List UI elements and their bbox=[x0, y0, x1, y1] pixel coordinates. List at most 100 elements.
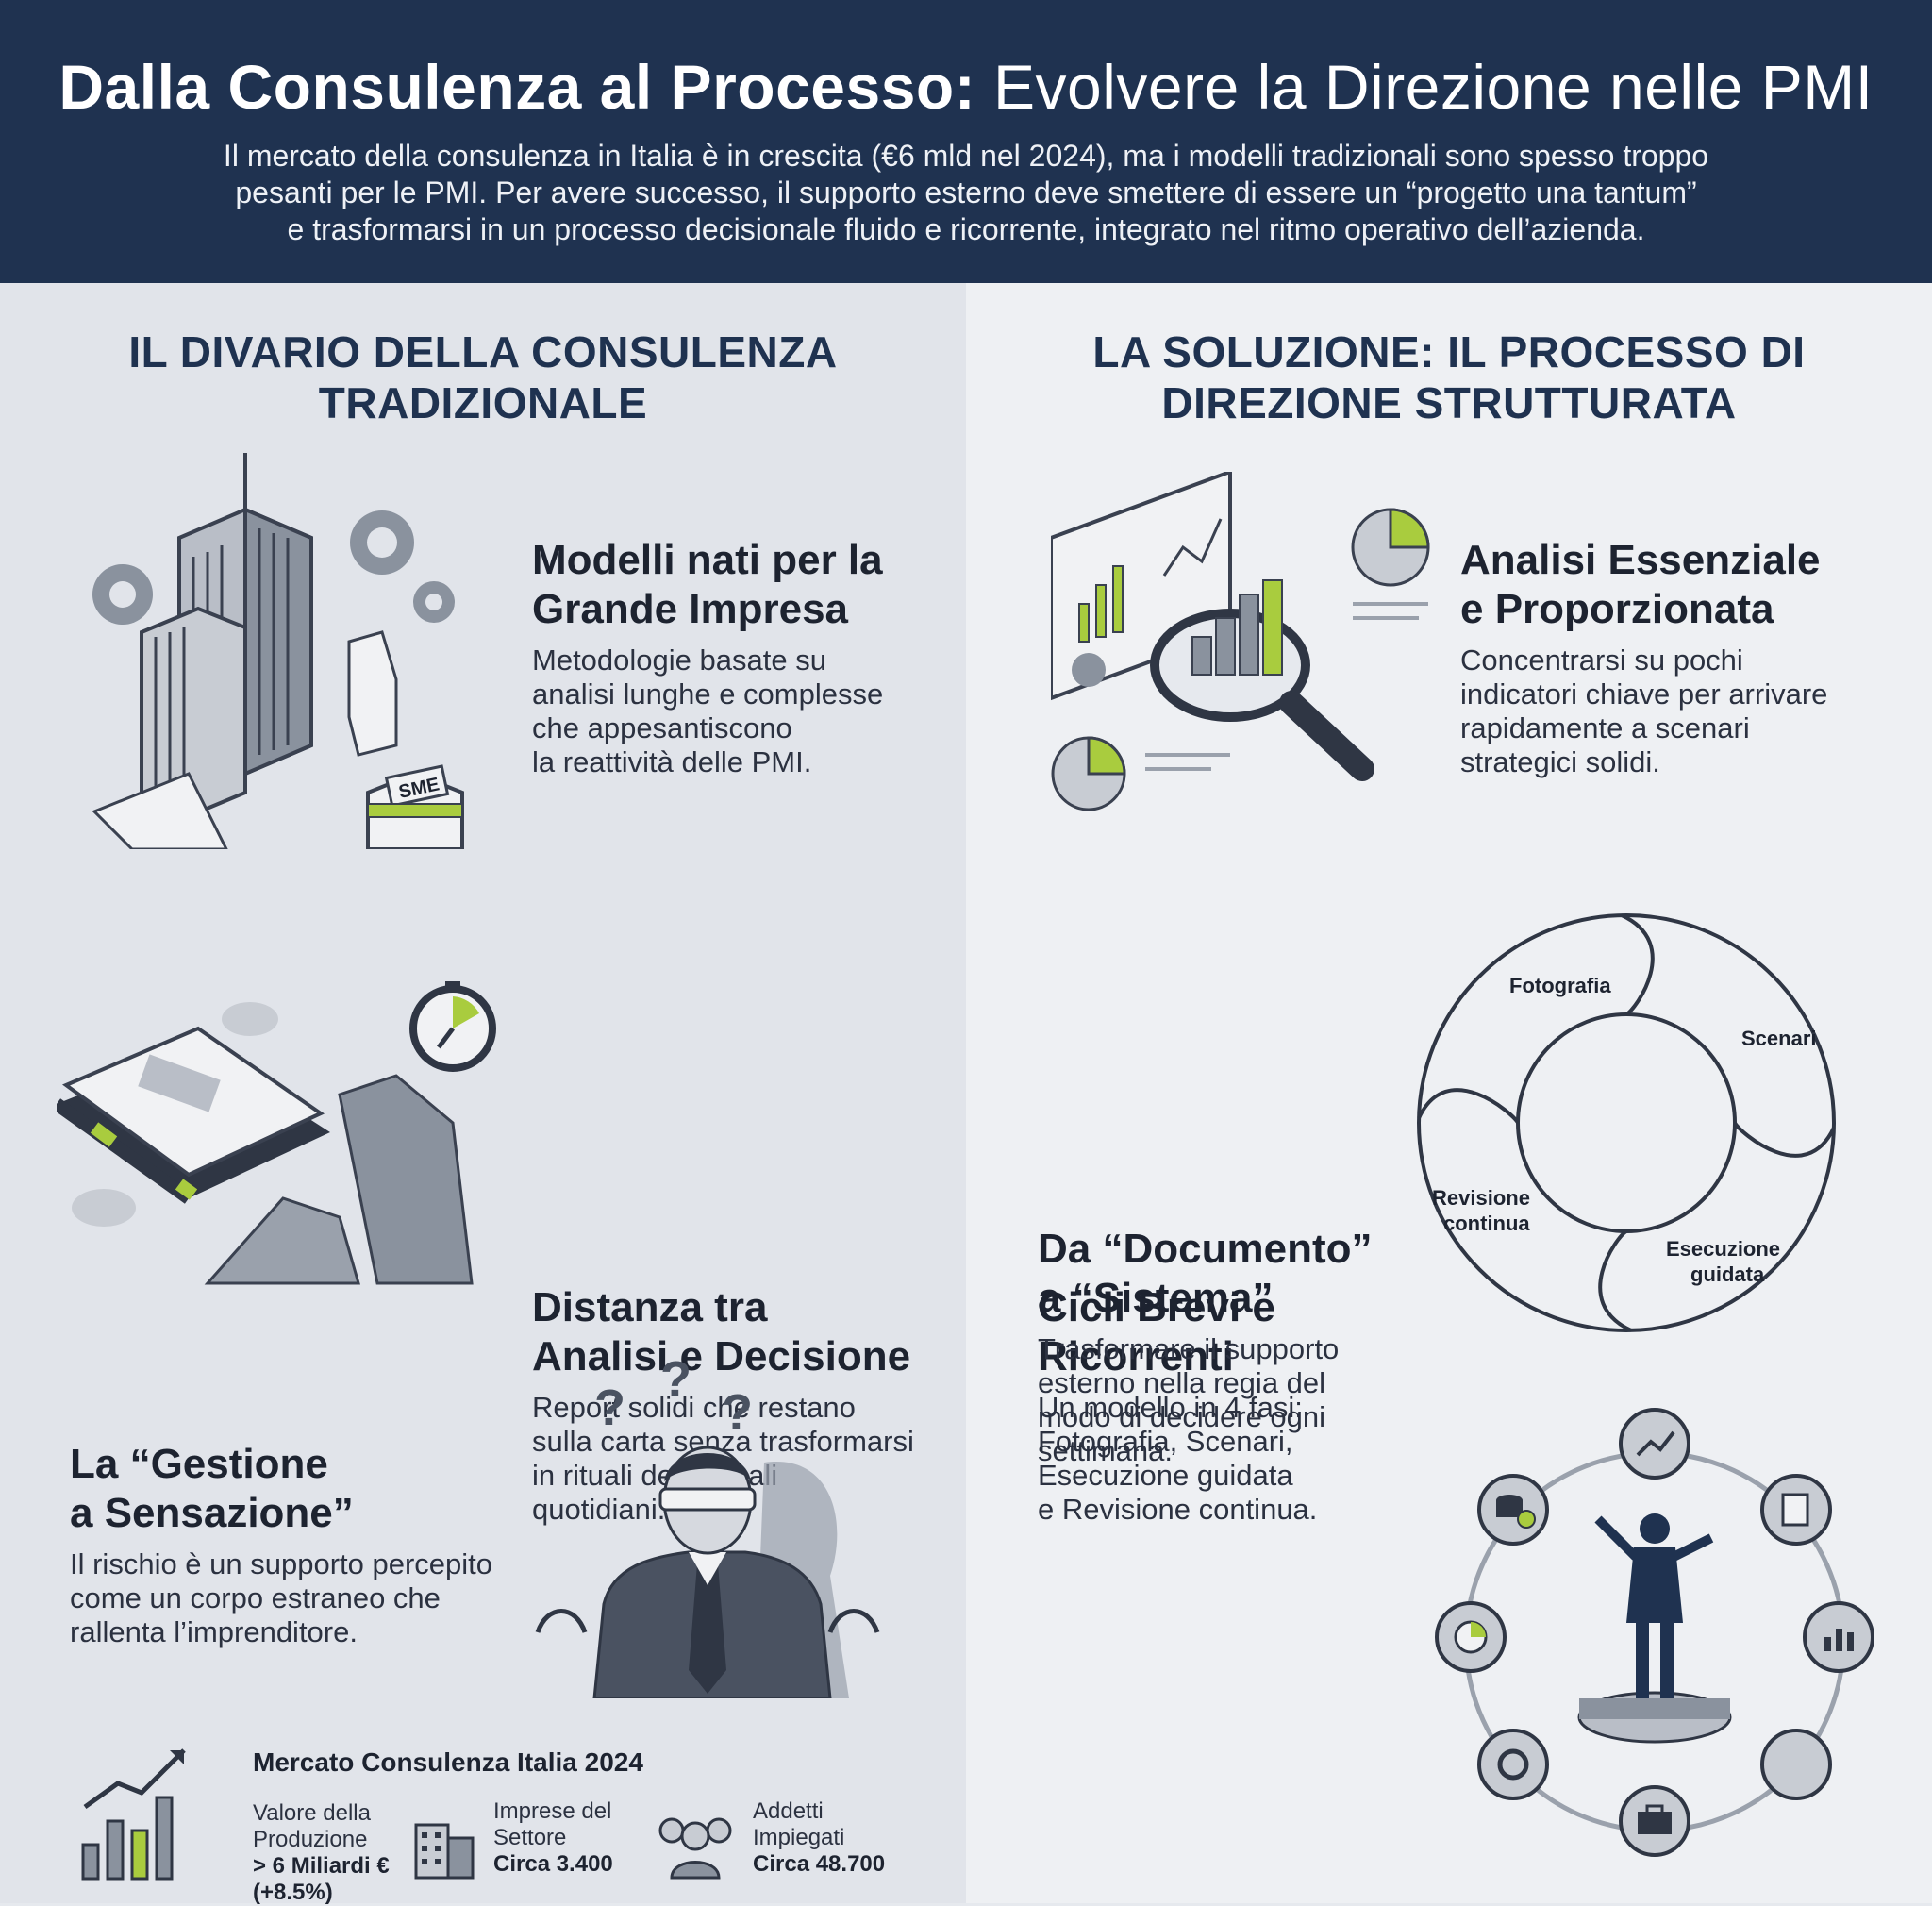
stat-label: Valore della bbox=[253, 1800, 371, 1826]
stats-title: Mercato Consulenza Italia 2024 bbox=[253, 1747, 643, 1777]
text-line: Fotografia, Scenari, bbox=[1038, 1425, 1293, 1458]
intro-text: Il mercato della consulenza in Italia è … bbox=[104, 138, 1828, 248]
text-line: che appesantiscono bbox=[532, 711, 792, 744]
left-column-title: IL DIVARIO DELLA CONSULENZA TRADIZIONALE bbox=[0, 326, 966, 428]
text-line: Il rischio è un supporto percepito bbox=[70, 1547, 493, 1580]
cycle-phase-execution: Esecuzione bbox=[1666, 1237, 1780, 1261]
analytics-dashboard-illustration bbox=[1051, 472, 1430, 811]
text-line: Trasformare il supporto bbox=[1038, 1332, 1340, 1365]
cycle-phase-scenarios: Scenari bbox=[1741, 1027, 1817, 1050]
orbit-clock-icon bbox=[1435, 1601, 1507, 1673]
text-line: rapidamente a scenari bbox=[1460, 711, 1750, 744]
from-document-to-system: Da “Documento”a “Sistema” Trasformare il… bbox=[1038, 1225, 1434, 1468]
stat-employees: Addetti Impiegati Circa 48.700 bbox=[753, 1798, 885, 1878]
report-cliff-illustration bbox=[57, 981, 496, 1285]
text-line: modo di decidere ogni bbox=[1038, 1400, 1326, 1433]
stat-label: Imprese del bbox=[493, 1798, 612, 1824]
text-line: e Revisione continua. bbox=[1038, 1493, 1318, 1526]
orbit-gear-icon bbox=[1477, 1729, 1549, 1800]
orbit-chart-icon bbox=[1619, 1408, 1690, 1480]
text-line: quotidiani. bbox=[532, 1493, 666, 1526]
blindfolded-businessman-illustration: ? ? ? bbox=[535, 1359, 880, 1698]
stat-value: Circa 48.700 bbox=[753, 1851, 886, 1877]
right-block-3-title: Da “Documento”a “Sistema” bbox=[1038, 1225, 1434, 1323]
conductor-system-illustration bbox=[1435, 1408, 1874, 1857]
question-mark-icon: ? bbox=[660, 1359, 691, 1408]
right-block-3-paragraph: Trasformare il supporto esterno nella re… bbox=[1038, 1332, 1434, 1468]
stat-label: Produzione bbox=[253, 1827, 368, 1852]
cycle-phase-execution: guidata bbox=[1690, 1262, 1765, 1286]
page-title-bold: Dalla Consulenza al Processo: bbox=[58, 52, 976, 122]
cycle-phase-photography: Fotografia bbox=[1509, 974, 1611, 997]
stopwatch-icon bbox=[409, 981, 496, 1072]
title-line: a “Sistema” bbox=[1038, 1275, 1274, 1321]
briefcase-icon bbox=[1619, 1785, 1690, 1857]
text-line: analisi lunghe e complesse bbox=[532, 677, 884, 711]
stat-label: Impiegati bbox=[753, 1825, 845, 1850]
people-group-icon bbox=[658, 1817, 732, 1880]
title-line: Ricorrenti bbox=[1038, 1333, 1234, 1379]
stat-companies: Imprese del Settore Circa 3.400 bbox=[493, 1798, 613, 1878]
title-line: Cicli Brevi e bbox=[1038, 1284, 1275, 1330]
left-title-line: IL DIVARIO DELLA CONSULENZA bbox=[128, 327, 838, 376]
right-block-2-text: Un modello in 4 fasi: Fotografia, Scenar… bbox=[1038, 1391, 1434, 1527]
page-title: Dalla Consulenza al Processo: Evolvere l… bbox=[0, 49, 1932, 125]
title-line: a Sensazione” bbox=[70, 1490, 354, 1536]
right-title-line: DIREZIONE STRUTTURATA bbox=[1161, 378, 1737, 427]
title-line: Analisi e Decisione bbox=[532, 1333, 911, 1379]
text-line: strategici solidi. bbox=[1460, 745, 1660, 778]
intro-line: Il mercato della consulenza in Italia è … bbox=[223, 139, 1709, 173]
stat-value: (+8.5%) bbox=[253, 1880, 333, 1905]
cloud-icon bbox=[72, 1002, 278, 1227]
orbit-empty-icon bbox=[1760, 1729, 1832, 1800]
text-line: Esecuzione guidata bbox=[1038, 1459, 1293, 1492]
stat-label: Settore bbox=[493, 1825, 567, 1850]
sme-shop-icon: SME bbox=[366, 764, 464, 849]
text-line: Metodologie basate su bbox=[532, 644, 826, 677]
title-line: Modelli nati per la bbox=[532, 537, 883, 583]
pie-chart-icon bbox=[1051, 508, 1430, 811]
title-line: Distanza tra bbox=[532, 1284, 768, 1330]
title-line: e Proporzionata bbox=[1460, 586, 1774, 632]
text-line: Concentrarsi su pochi bbox=[1460, 644, 1743, 677]
text-line: la reattività delle PMI. bbox=[532, 745, 812, 778]
text-line: esterno nella regia del bbox=[1038, 1366, 1326, 1399]
question-mark-icon: ? bbox=[722, 1384, 753, 1441]
magnifying-glass-icon bbox=[1150, 579, 1374, 781]
right-block-1-text: Concentrarsi su pochi indicatori chiave … bbox=[1460, 644, 1913, 779]
stat-value: Circa 3.400 bbox=[493, 1851, 613, 1877]
stat-production-value: Valore della Produzione > 6 Miliardi € (… bbox=[253, 1800, 390, 1906]
right-title-line: LA SOLUZIONE: IL PROCESSO DI bbox=[1092, 327, 1806, 376]
right-column: LA SOLUZIONE: IL PROCESSO DI DIREZIONE S… bbox=[966, 283, 1932, 1903]
page-title-regular: Evolvere la Direzione nelle PMI bbox=[975, 52, 1874, 122]
right-column-title: LA SOLUZIONE: IL PROCESSO DI DIREZIONE S… bbox=[966, 326, 1932, 428]
report-book-icon bbox=[57, 1026, 330, 1204]
left-block-1-text: Metodologie basate su analisi lunghe e c… bbox=[532, 644, 947, 779]
left-block-3-text: Il rischio è un supporto percepito come … bbox=[70, 1547, 541, 1649]
office-building-icon bbox=[414, 1823, 475, 1880]
text-line: come un corpo estraneo che bbox=[70, 1581, 441, 1614]
cycle-phase-review: continua bbox=[1443, 1212, 1530, 1235]
growth-chart-icon bbox=[81, 1748, 186, 1881]
title-line: La “Gestione bbox=[70, 1441, 328, 1487]
text-line: settimana. bbox=[1038, 1434, 1174, 1467]
corporate-building-illustration: SME bbox=[92, 453, 464, 849]
stat-label: Addetti bbox=[753, 1798, 824, 1824]
title-line: Grande Impresa bbox=[532, 586, 849, 632]
orbit-document-icon bbox=[1760, 1474, 1832, 1546]
text-line: Report solidi che restano bbox=[532, 1391, 856, 1424]
title-line: Analisi Essenziale bbox=[1460, 537, 1821, 583]
stat-value: > 6 Miliardi € bbox=[253, 1853, 390, 1879]
gear-icon bbox=[92, 510, 455, 625]
question-mark-icon: ? bbox=[594, 1379, 625, 1436]
orbit-coins-icon bbox=[1477, 1474, 1549, 1546]
intro-line: e trasformarsi in un processo decisional… bbox=[287, 212, 1645, 246]
